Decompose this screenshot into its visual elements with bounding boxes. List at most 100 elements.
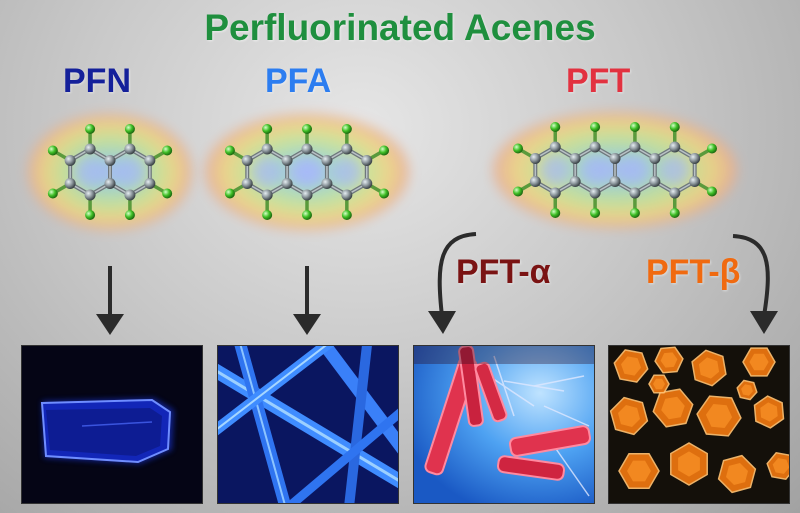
pfa-needle-crystals-icon: [218, 346, 398, 503]
carbon-atom: [144, 155, 156, 166]
pft-alpha-arrow: [428, 232, 477, 334]
fluorine-atom: [706, 186, 717, 197]
pfn-block-crystal-icon: [22, 346, 202, 503]
hexagonal-crystal-face: [698, 357, 720, 379]
carbon-atom: [689, 153, 701, 164]
fluorine-atom: [162, 188, 173, 199]
fluorine-atom: [262, 210, 273, 220]
carbon-atom: [649, 176, 661, 187]
fluorine-atom: [262, 124, 273, 134]
carbon-atom: [104, 178, 116, 189]
hexagonal-crystal-face: [660, 352, 678, 368]
carbon-atom: [261, 189, 273, 201]
pft-alpha-label: PFT-α: [456, 253, 551, 291]
carbon-atom: [341, 143, 353, 155]
hexagonal-crystal-face: [749, 353, 769, 371]
fluorine-atom: [513, 143, 524, 154]
carbon-atom: [669, 141, 681, 153]
fluorine-atom: [341, 124, 352, 134]
carbon-atom: [341, 189, 353, 201]
carbon-atom: [569, 153, 581, 164]
carbon-atom: [549, 141, 561, 153]
pfa-label: PFA: [265, 62, 332, 100]
fluorine-atom: [302, 210, 312, 220]
hexagonal-crystal-face: [627, 460, 651, 482]
fluorine-atom: [706, 143, 717, 154]
pfa-arrow: [293, 266, 321, 335]
hexagonal-crystal-face: [772, 458, 789, 474]
hexagonal-crystal-face: [741, 384, 753, 396]
carbon-atom: [84, 143, 96, 155]
pfn-label: PFN: [63, 62, 131, 100]
carbon-atom: [321, 178, 333, 189]
carbon-atom: [629, 141, 641, 153]
carbon-atom: [529, 153, 541, 164]
carbon-atom: [281, 155, 293, 166]
fluorine-atom: [85, 124, 96, 134]
pfa-molecule: [205, 114, 409, 230]
carbon-atom: [689, 176, 701, 187]
hexagonal-crystal-face: [621, 356, 641, 376]
carbon-atom: [589, 141, 601, 153]
fluorine-atom: [47, 145, 58, 156]
pft-beta-label: PFT-β: [646, 253, 741, 291]
pfa-crystal-photo: [217, 345, 399, 504]
fluorine-atom: [124, 124, 135, 134]
fluorine-atom: [550, 208, 561, 218]
fluorine-atom: [162, 145, 173, 156]
fluorine-atom: [669, 208, 680, 218]
hexagonal-crystal-face: [678, 451, 700, 477]
carbon-atom: [669, 187, 681, 199]
fluorine-atom: [629, 208, 640, 218]
carbon-atom: [301, 189, 313, 201]
fluorine-atom: [669, 122, 680, 132]
carbon-atom: [301, 143, 313, 155]
carbon-atom: [569, 176, 581, 187]
fluorine-atom: [379, 188, 390, 199]
carbon-atom: [124, 189, 136, 201]
carbon-atom: [281, 178, 293, 189]
carbon-atom: [549, 187, 561, 199]
carbon-atom: [144, 178, 156, 189]
carbon-atom: [361, 178, 373, 189]
carbon-atom: [261, 143, 273, 155]
pft-label: PFT: [566, 62, 631, 100]
fluorine-atom: [590, 208, 601, 218]
carbon-atom: [589, 187, 601, 199]
fluorine-atom: [85, 210, 96, 220]
pft-alpha-crystal-photo: [413, 345, 595, 504]
fluorine-atom: [302, 124, 312, 134]
carbon-atom: [649, 153, 661, 164]
hexagonal-crystal-face: [705, 404, 733, 428]
pfn-molecule: [28, 114, 192, 230]
carbon-atom: [629, 187, 641, 199]
pft-beta-arrow: [732, 234, 778, 334]
carbon-atom: [609, 153, 621, 164]
hexagonal-crystal-face: [726, 463, 748, 485]
fluorine-atom: [124, 210, 135, 220]
carbon-atom: [64, 178, 76, 189]
fluorine-atom: [590, 122, 601, 132]
pft-beta-crystal-photo: [608, 345, 790, 504]
pft-beta-hexagon-crystals-icon: [609, 346, 789, 503]
hexagonal-crystal-face: [760, 402, 778, 422]
fluorine-atom: [629, 122, 640, 132]
carbon-atom: [241, 178, 253, 189]
figure-title: Perfluorinated Acenes: [204, 7, 596, 48]
fluorine-atom: [47, 188, 58, 199]
hexagonal-crystal-face: [661, 396, 685, 420]
hexagonal-crystal-face: [618, 405, 640, 427]
carbon-atom: [361, 155, 373, 166]
pft-molecule: [493, 112, 737, 228]
fluorine-atom: [379, 145, 390, 156]
hexagonal-crystal-face: [653, 378, 665, 390]
pfn-arrow: [96, 266, 124, 335]
pft-alpha-rod-crystals-icon: [414, 346, 594, 503]
fluorine-atom: [550, 122, 561, 132]
carbon-atom: [124, 143, 136, 155]
carbon-atom: [529, 176, 541, 187]
carbon-atom: [104, 155, 116, 166]
